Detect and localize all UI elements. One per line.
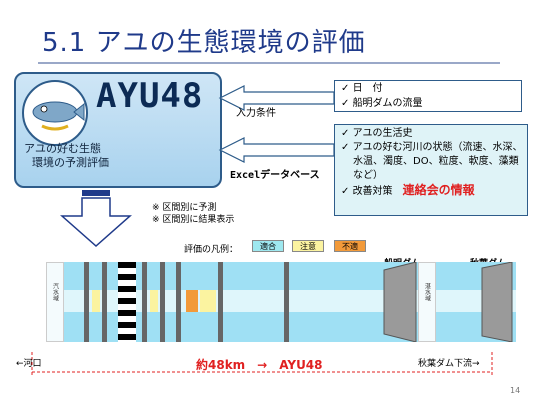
note-item: ※ 区間別に予測: [152, 203, 217, 213]
model-description-line1: アユの好む生態: [24, 142, 101, 155]
db-item: ✓ アユの好む河川の状態（流速、水深、水温、濁度、DO、粒度、軟度、藻類など）: [341, 142, 523, 181]
dam-downstream-label: 秋葉ダム下流→: [418, 359, 480, 369]
section-caution: [200, 290, 216, 312]
weir-bar: [284, 262, 289, 342]
weir-bar: [160, 262, 165, 342]
down-arrow-icon: [60, 190, 132, 248]
excel-database-label: Excelデータベース: [230, 170, 320, 181]
weir-bar: [176, 262, 181, 342]
section-caution: [150, 290, 158, 312]
reservoir-zone: 湛水域: [418, 262, 436, 342]
river-mouth-label: ←河口: [16, 359, 42, 369]
db-highlight: 連絡会の情報: [402, 183, 475, 197]
dam1-icon: [383, 262, 417, 342]
model-description-line2: 環境の予測評価: [32, 156, 109, 169]
checkered-weir: [118, 262, 136, 342]
condition-item: ✓ 日 付: [341, 83, 383, 94]
db-item: ✓ アユの生活史: [341, 128, 413, 139]
legend-caution: 注意: [292, 240, 324, 252]
distance-label: 約48km → AYU48: [196, 358, 323, 372]
weir-bar: [218, 262, 223, 342]
legend-unsuitable: 不適: [334, 240, 366, 252]
condition-box: ✓ 日 付 ✓ 船明ダムの流量: [334, 80, 522, 112]
condition-item: ✓ 船明ダムの流量: [341, 98, 423, 109]
weir-bar: [84, 262, 89, 342]
page-number: 14: [510, 386, 521, 395]
estuary-zone: 汽水域: [46, 262, 64, 342]
input-arrows: [218, 85, 335, 163]
river-channel: [46, 290, 516, 312]
database-box: ✓ アユの生活史 ✓ アユの好む河川の状態（流速、水深、水温、濁度、DO、粒度、…: [334, 124, 528, 216]
ayu-logo-icon: [22, 80, 88, 146]
section-unsuitable: [186, 290, 198, 312]
slide-title: 5.1 アユの生態環境の評価: [42, 28, 366, 58]
input-condition-label: 入力条件: [236, 108, 276, 119]
distance-line: [31, 352, 493, 376]
notes: ※ 区間別に予測 ※ 区間別に結果表示: [152, 202, 234, 226]
dam2-icon: [481, 262, 513, 342]
section-caution: [92, 290, 100, 312]
model-description: アユの好む生態 環境の予測評価: [24, 142, 214, 170]
db-item: ✓ 改善対策 連絡会の情報: [341, 183, 475, 197]
title-divider: [38, 62, 500, 64]
weir-bar: [142, 262, 147, 342]
model-name: AYU48: [96, 76, 204, 116]
weir-bar: [102, 262, 107, 342]
note-item: ※ 区間別に結果表示: [152, 215, 235, 225]
legend-label: 評価の凡例：: [184, 245, 239, 255]
legend-suitable: 適合: [252, 240, 284, 252]
